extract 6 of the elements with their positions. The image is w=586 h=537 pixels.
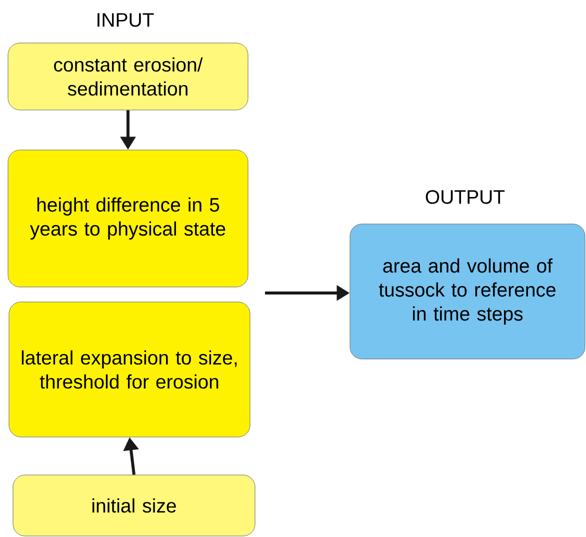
column-heading: OUTPUT: [426, 190, 505, 204]
process-box: initial size: [12, 474, 256, 536]
process-box: constant erosion/ sedimentation: [8, 42, 248, 110]
process-box: lateral expansion to size, threshold for erosion: [8, 302, 250, 438]
process-box: height difference in 5 years to physical state: [8, 150, 248, 288]
process-box: area and volume of tussock to reference in time steps: [350, 224, 586, 360]
